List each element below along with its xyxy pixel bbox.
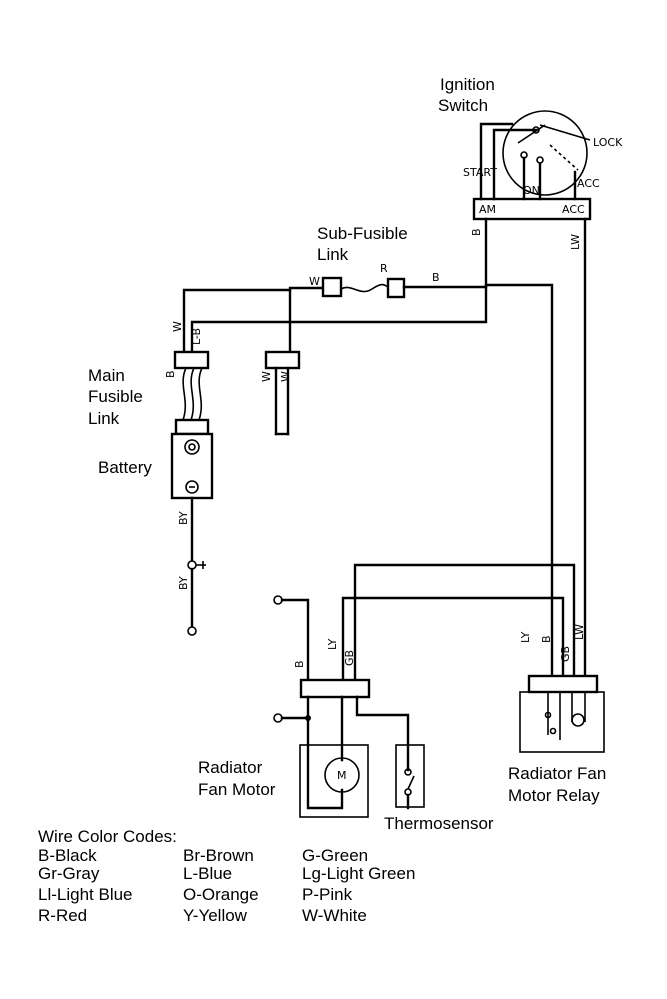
tag-by-1: BY	[177, 511, 190, 525]
ignition-switch	[472, 110, 592, 221]
start-contact-wire	[479, 122, 514, 201]
label-main: Main	[88, 366, 125, 385]
main-fusible-connector	[173, 350, 210, 370]
tag-gb-relay: GB	[559, 646, 572, 662]
tag-w-conn2b: W	[279, 371, 292, 382]
battery-positive-terminal	[184, 439, 200, 455]
label-motor-relay: Motor Relay	[508, 786, 600, 805]
legend-cell: R-Red	[38, 906, 87, 925]
label-switch: Switch	[438, 96, 488, 115]
wire-thermo	[355, 695, 410, 772]
legend-cell: Ll-Light Blue	[38, 885, 133, 904]
label-link: Link	[88, 409, 120, 428]
sub-fusible-element	[340, 283, 389, 293]
tag-lb-left: L-B	[190, 328, 203, 345]
relay-box	[519, 691, 605, 753]
label-on: ON	[523, 184, 540, 197]
legend-cell: Lg-Light Green	[302, 864, 415, 883]
label-am: AM	[479, 203, 496, 216]
battery-negative-terminal	[185, 480, 199, 494]
thermosensor-box	[395, 744, 425, 808]
relay-connector	[527, 674, 599, 694]
label-start: START	[463, 166, 497, 179]
legend-title: Wire Color Codes:	[38, 827, 177, 846]
wire-w-to-sub-link	[288, 286, 325, 354]
tag-ly-relay: LY	[519, 631, 532, 643]
tag-w-conn2a: W	[260, 371, 273, 382]
main-fusible-wire-2	[190, 367, 195, 421]
switch-lever	[539, 124, 591, 141]
legend-cell: B-Black	[38, 846, 97, 865]
wire-b-motor	[280, 598, 310, 682]
motor-connector	[299, 678, 371, 699]
battery-connector	[174, 418, 210, 436]
wire-am-to-main-link	[190, 217, 488, 354]
label-radiator-fan: Radiator Fan	[508, 764, 606, 783]
tag-lw-relay: LW	[573, 624, 586, 640]
legend-cell: Br-Brown	[183, 846, 254, 865]
tag-gb-motor: GB	[343, 650, 356, 666]
motor-m-label: M	[337, 769, 347, 782]
wire-ly-loop	[353, 563, 576, 682]
legend-cell: O-Orange	[183, 885, 259, 904]
relay-coil	[571, 713, 585, 727]
label-fan-motor: Fan Motor	[198, 780, 276, 799]
acc-dashed-link	[549, 144, 579, 171]
motor-box	[299, 744, 369, 818]
ignition-switch-dial	[502, 110, 588, 196]
tag-w-left: W	[171, 321, 184, 332]
switch-rotor	[517, 124, 546, 144]
label-battery: Battery	[98, 458, 152, 477]
legend-cell: W-White	[302, 906, 367, 925]
wire-gb-loop	[341, 596, 565, 682]
main-fusible-wire-3	[198, 367, 203, 421]
am-contact-wire	[492, 128, 538, 201]
relay-contact	[549, 727, 557, 735]
motor-circle	[324, 757, 360, 793]
ground-terminal-battery	[187, 626, 197, 636]
contact-dot	[536, 156, 544, 164]
relay-contact	[544, 711, 552, 719]
legend-cell: L-Blue	[183, 864, 232, 883]
tag-b-relay: B	[540, 635, 553, 643]
legend-cell: Y-Yellow	[183, 906, 248, 925]
contact-dot	[532, 126, 540, 134]
connector-w-w	[264, 350, 301, 370]
thermo-switch-arm	[407, 775, 415, 790]
main-fusible-wire-1	[182, 367, 187, 421]
label-acc-bar: ACC	[562, 203, 585, 216]
wire-motor-return	[306, 695, 344, 810]
tag-ly-motor: LY	[326, 638, 339, 650]
battery-positive-inner	[188, 443, 196, 451]
tag-b-ign: B	[470, 228, 483, 236]
tag-b-sub: B	[432, 271, 440, 284]
label-sub-link: Link	[317, 245, 349, 264]
legend-cell: Gr-Gray	[38, 864, 100, 883]
sub-fusible-link-left	[321, 276, 343, 298]
tag-b-motor: B	[293, 660, 306, 668]
sub-fusible-link-right	[386, 277, 406, 299]
label-sub-fusible: Sub-Fusible	[317, 224, 408, 243]
legend-cell: P-Pink	[302, 885, 353, 904]
label-acc-top: ACC	[577, 177, 600, 190]
tag-lw-ign: LW	[569, 234, 582, 250]
wire-b-to-relay	[484, 283, 554, 682]
label-radiator: Radiator	[198, 758, 263, 777]
tag-w-sub: W	[309, 275, 320, 288]
label-thermosensor: Thermosensor	[384, 814, 494, 833]
ignition-terminal-bar	[472, 197, 592, 221]
tag-b-left: B	[164, 370, 177, 378]
wire-color-legend: Wire Color Codes: B-Black Br-Brown G-Gre…	[38, 827, 415, 925]
label-fusible: Fusible	[88, 387, 143, 406]
tag-by-2: BY	[177, 576, 190, 590]
thermo-contact-1	[404, 768, 412, 776]
legend-cell: G-Green	[302, 846, 368, 865]
label-ignition: Ignition	[440, 75, 495, 94]
label-lock: LOCK	[593, 136, 623, 149]
tag-r-sub: R	[380, 262, 388, 275]
wire-w-main	[182, 288, 292, 354]
contact-dot	[520, 151, 528, 159]
battery	[170, 432, 214, 636]
